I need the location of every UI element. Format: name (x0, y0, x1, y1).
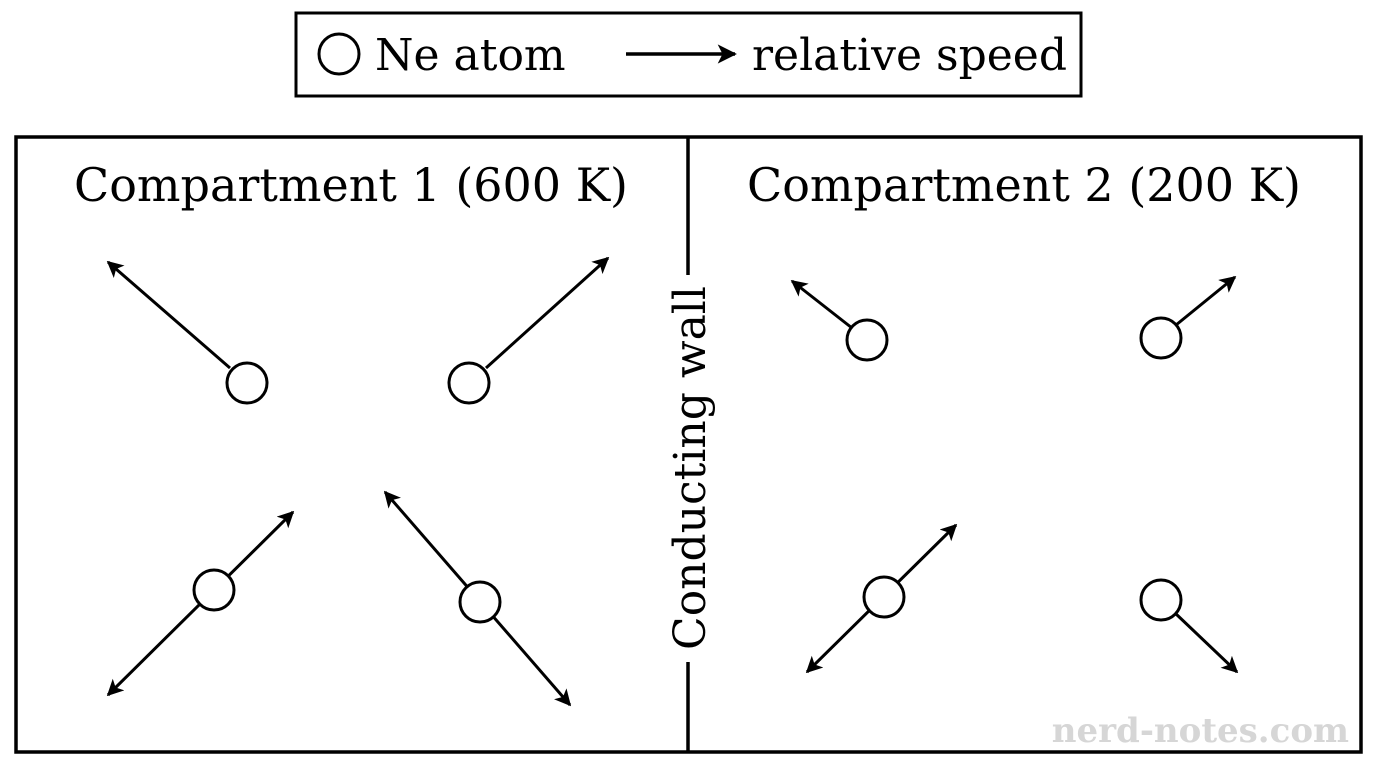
ne-atom (106, 510, 295, 697)
ne-atom-circle (447, 361, 491, 405)
wall-label: Conducting wall (665, 286, 716, 650)
legend-arrow-label: relative speed (752, 30, 1067, 81)
ne-atom-circle (458, 580, 502, 624)
compartment-1-title: Compartment 1 (600 K) (74, 158, 628, 212)
ne-atom-circle (1139, 578, 1183, 622)
watermark: nerd-notes.com (1052, 711, 1349, 751)
legend-atom-icon (317, 32, 361, 76)
ne-atom-circle (192, 568, 236, 612)
ne-atom (805, 523, 958, 674)
legend: Ne atom relative speed (294, 11, 1083, 98)
ne-atom (1139, 578, 1239, 674)
ne-atom (1139, 275, 1237, 360)
ne-atom-circle (845, 318, 889, 362)
compartment-2-atoms (790, 275, 1239, 674)
legend-atom-label: Ne atom (375, 30, 566, 81)
velocity-arrow (790, 279, 853, 330)
ne-atom-circle (1139, 316, 1183, 360)
ne-atom (106, 260, 269, 405)
conducting-wall: Conducting wall (665, 137, 716, 752)
velocity-arrow (1175, 275, 1237, 327)
ne-atom (447, 256, 610, 405)
ne-atom (383, 490, 572, 707)
ne-atom-circle (225, 361, 269, 405)
compartment-2-title: Compartment 2 (200 K) (747, 158, 1301, 212)
ne-atom (790, 279, 889, 362)
velocity-arrow (484, 256, 610, 370)
velocity-arrow (1173, 611, 1239, 674)
compartment-1-atoms (106, 256, 610, 707)
ne-atom-circle (862, 575, 906, 619)
velocity-arrow (106, 260, 231, 370)
